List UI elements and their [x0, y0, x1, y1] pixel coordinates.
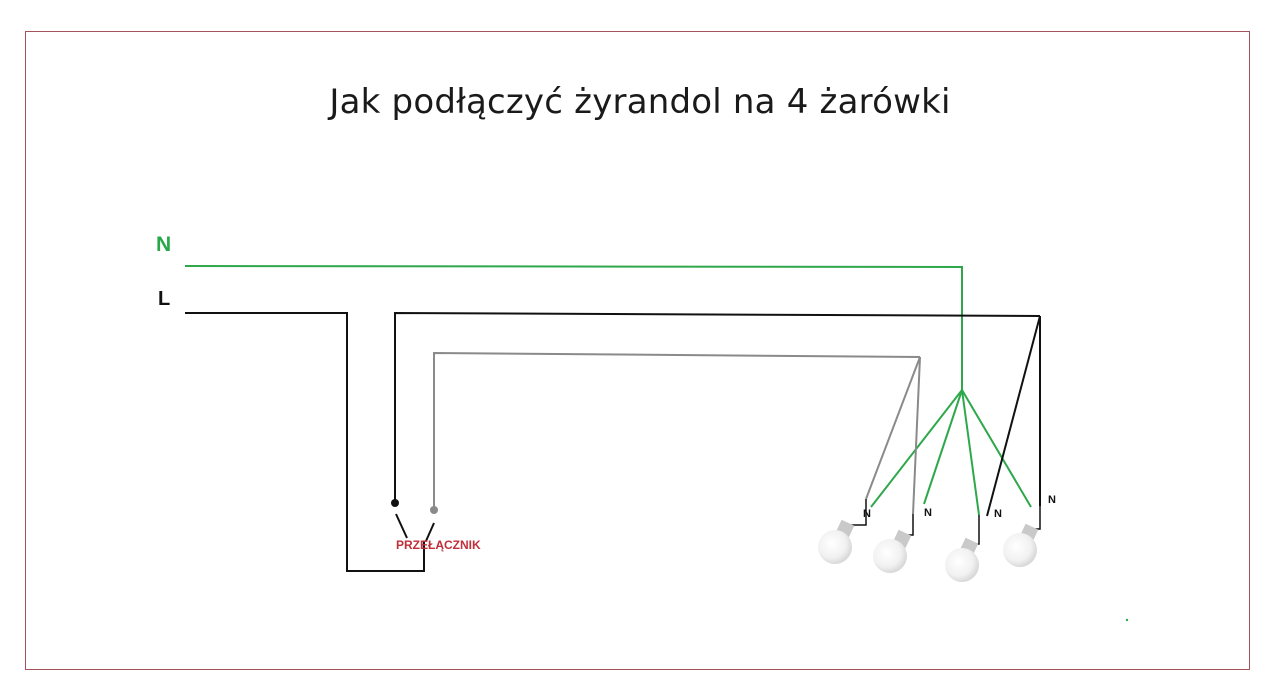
switch-label: PRZEŁĄCZNIK: [396, 538, 481, 552]
diagram-title: Jak podłączyć żyrandol na 4 żarówki: [329, 82, 951, 122]
line-label: L: [158, 288, 171, 310]
bulb-4: [1003, 506, 1041, 567]
bulb-2: [873, 514, 914, 573]
stray-dot: [1125, 618, 1129, 622]
bulb-2-terminal-label: N: [924, 507, 932, 519]
neutral-wire: [184, 265, 1032, 516]
bulb-1: [818, 499, 867, 564]
diagram-frame: [25, 31, 1250, 670]
bulb-1-terminal-label: N: [863, 508, 871, 520]
switch-symbol: [391, 499, 438, 571]
switched-wire: [433, 351, 921, 515]
line-wire: [185, 311, 1041, 572]
bulb-3: [945, 515, 980, 582]
neutral-label: N: [156, 233, 172, 256]
bulb-3-terminal-label: N: [994, 508, 1002, 520]
bulb-4-terminal-label: N: [1048, 494, 1056, 506]
